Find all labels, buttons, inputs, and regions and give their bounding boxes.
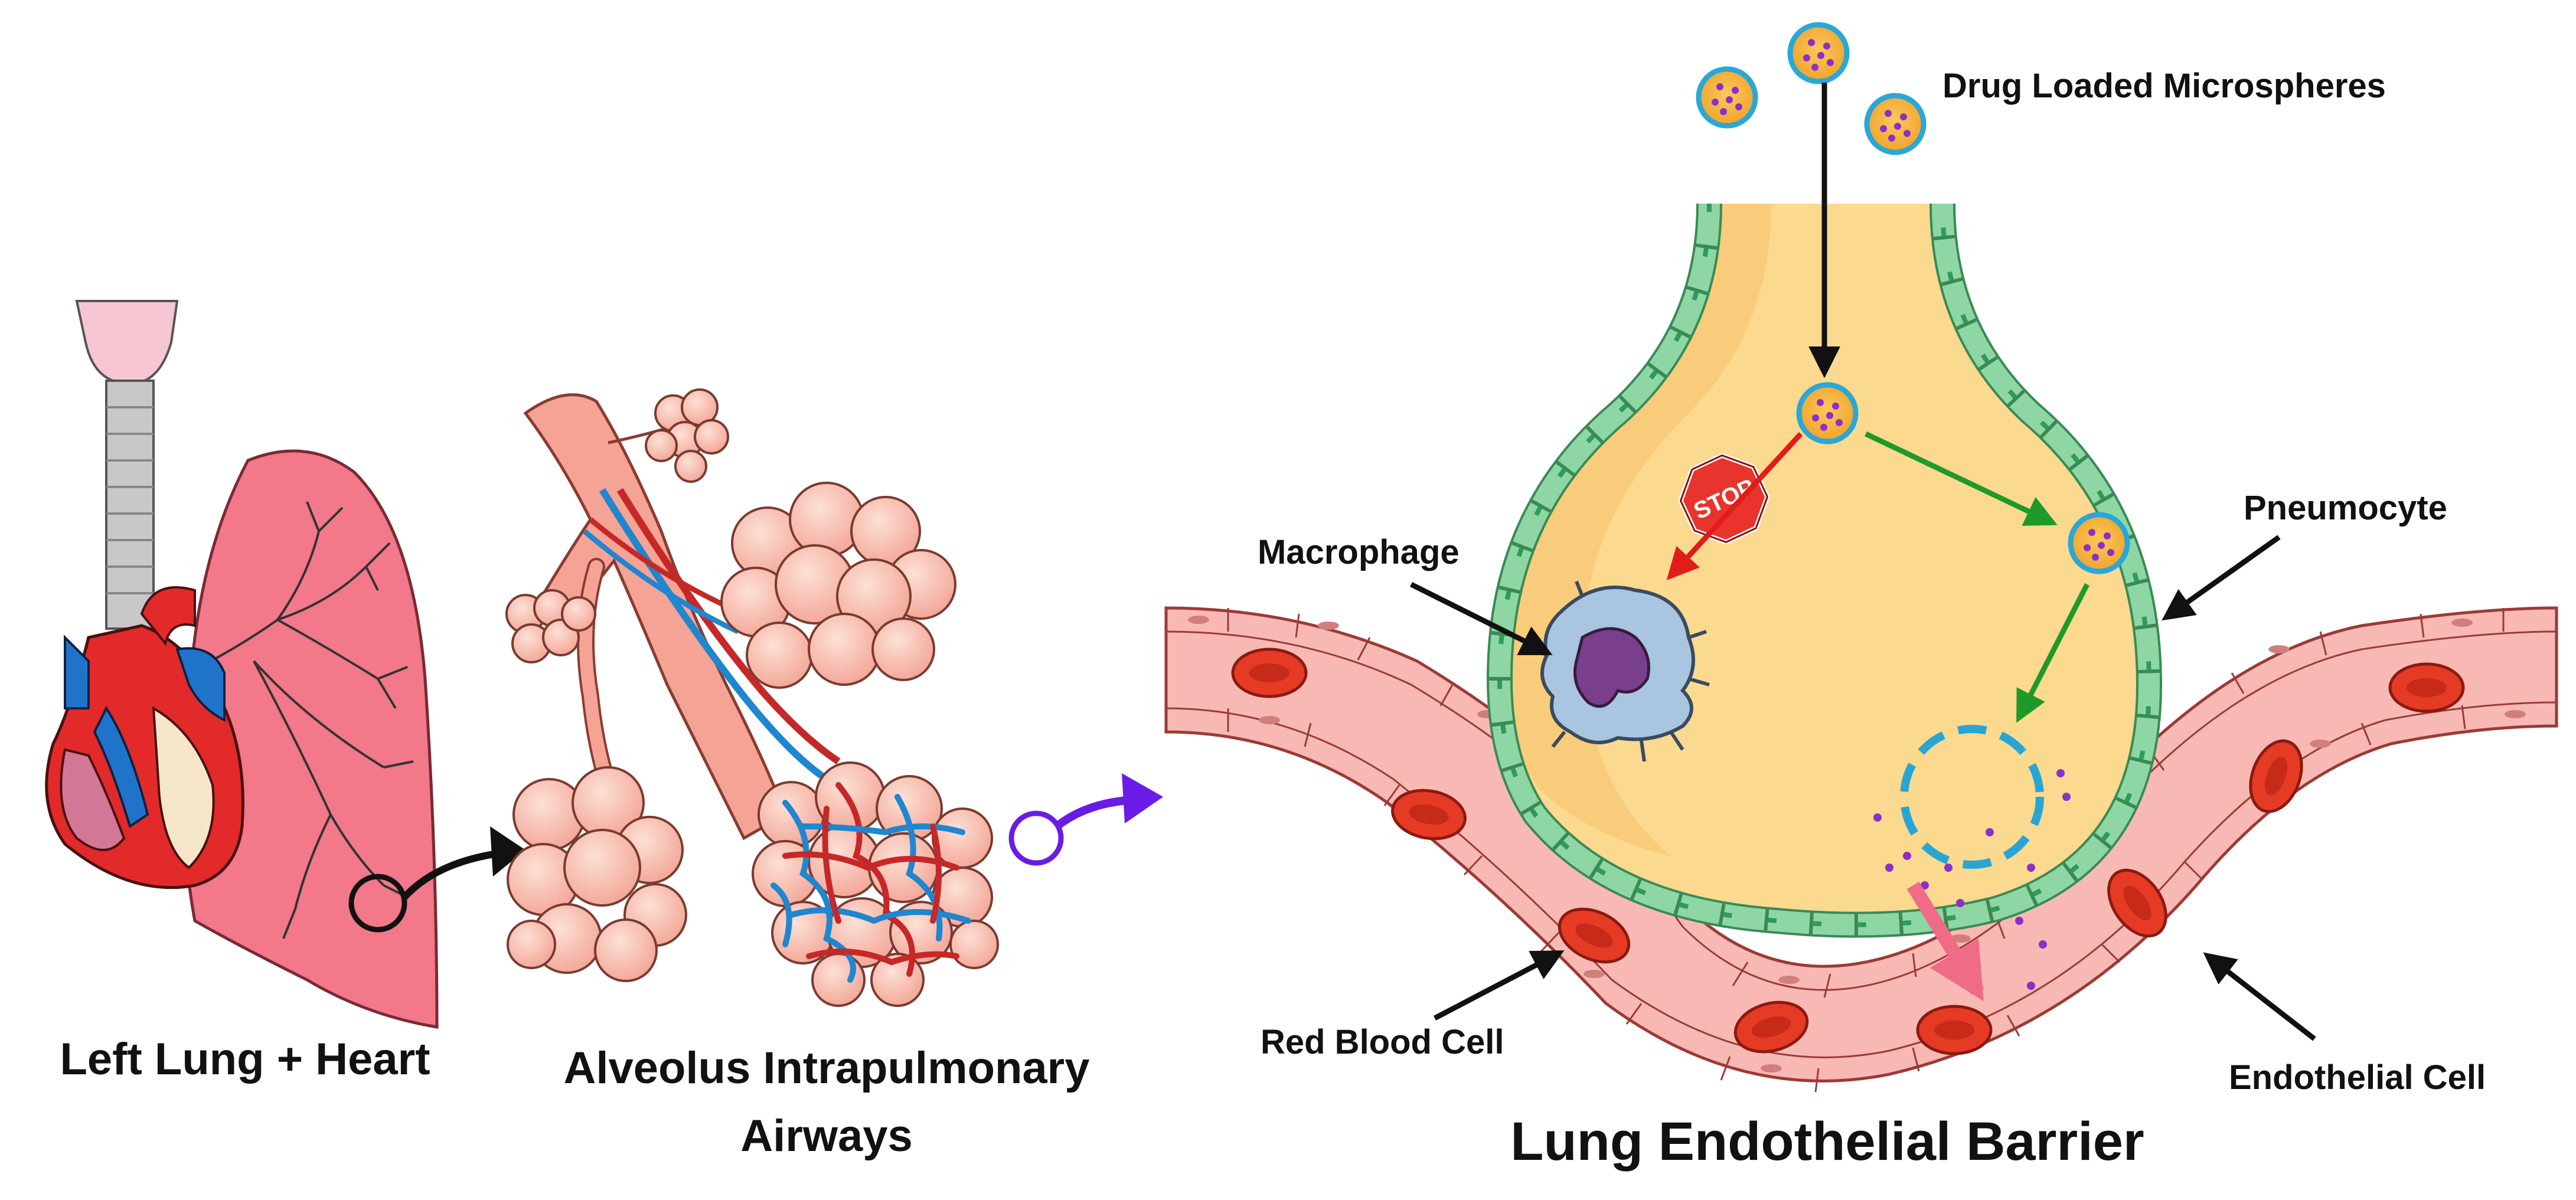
transport-arrow-pink	[1906, 881, 1984, 1002]
macrophage-icon	[1534, 580, 1710, 762]
label-pneumocyte: Pneumocyte	[2244, 489, 2447, 527]
endothelial-pointer	[2203, 952, 2316, 1041]
left-lung-heart-panel: Left Lung + Heart	[45, 300, 525, 1084]
zoom-arrow-purple	[1054, 796, 1134, 830]
middle-panel-caption-line1: Alveolus Intrapulmonary	[563, 1043, 1089, 1093]
trachea-icon	[75, 300, 179, 630]
capillary-network-icon	[770, 782, 971, 983]
zoom-arrow-black	[401, 849, 502, 900]
right-endothelial-panel: STOP Drug Loaded Microspheres Macrophage…	[1164, 22, 2558, 1172]
release-arrow-green	[2016, 583, 2090, 723]
airway-trunk	[523, 393, 788, 841]
release-dashed-circle	[1900, 725, 2044, 869]
heart-icon	[45, 586, 244, 890]
stop-sign-icon: STOP	[1678, 453, 1770, 545]
left-panel-caption: Left Lung + Heart	[60, 1034, 430, 1084]
label-endothelial-cell: Endothelial Cell	[2229, 1058, 2486, 1097]
label-red-blood-cell: Red Blood Cell	[1261, 1023, 1504, 1061]
pneumocyte-pointer	[2162, 535, 2281, 621]
right-panel-caption: Lung Endothelial Barrier	[1510, 1111, 2144, 1172]
blocked-arrow-red	[1666, 431, 1803, 580]
macrophage-pointer	[1409, 581, 1553, 655]
label-macrophage: Macrophage	[1258, 533, 1460, 571]
alveolus-sac	[1486, 203, 2163, 938]
rbc-pointer	[1433, 950, 1565, 1021]
middle-panel-caption-line2: Airways	[740, 1111, 913, 1161]
microsphere-icon	[1696, 22, 2130, 574]
red-blood-cell-icon	[1231, 648, 2465, 1055]
uptake-arrow-green	[1865, 431, 2058, 526]
magnify-circle-icon-purple	[1008, 810, 1064, 866]
magnify-circle-icon	[348, 874, 407, 933]
label-drug-loaded-microspheres: Drug Loaded Microspheres	[1942, 67, 2386, 105]
middle-alveolus-panel: Alveolus Intrapulmonary Airways	[505, 388, 1163, 1161]
